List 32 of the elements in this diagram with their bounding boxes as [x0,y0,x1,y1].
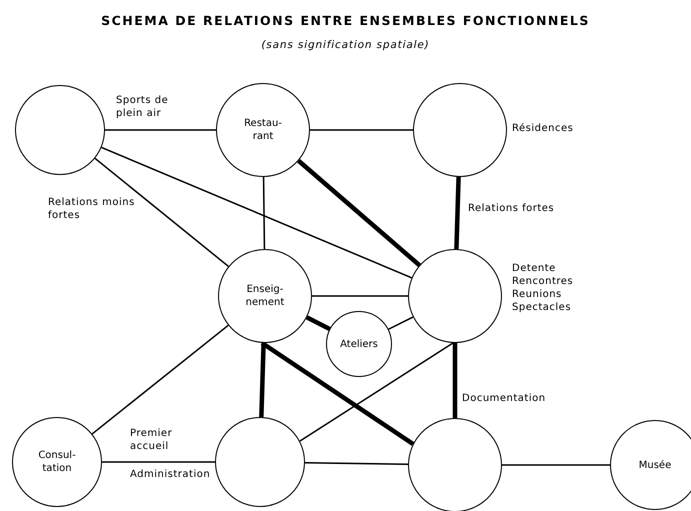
connector-line [105,129,216,131]
connector-line [312,295,408,297]
node-label: Musée [638,458,672,472]
relation-note: Relations fortes [468,202,556,215]
node-label: Ateliers [339,338,379,350]
diagram-title: SCHEMA DE RELATIONS ENTRE ENSEMBLES FONCTIONNELS [100,12,591,30]
node-caption: Premier accueil [130,427,174,453]
connector-line [502,464,610,466]
node-caption: Administration [130,468,210,481]
connector-line [388,316,414,330]
connector-line [454,176,461,250]
node-caption: Documentation [462,392,547,405]
connector-line [94,158,229,267]
node-label: Consul- tation [37,449,77,475]
connector-line [304,462,408,466]
connector-line [262,176,266,250]
connector-line [259,342,266,418]
node-label: Restau- rant [243,117,283,143]
diagram-subtitle: (sans signification spatiale) [260,38,431,53]
node-label: Enseig- nement [244,283,286,309]
connector-line [306,315,331,331]
node-caption: Résidences [512,122,574,135]
connector-line [310,129,413,131]
connector-line [102,461,215,463]
node-caption: Sports de plein air [116,94,170,120]
relation-note: Relations moins fortes [48,196,136,222]
connector-line [297,159,421,267]
connector-line [300,342,454,442]
connector-line [101,146,412,278]
connector-line [260,341,414,446]
connector-line [452,343,458,418]
node-caption: Detente Rencontres Reunions Spectacles [512,262,574,314]
